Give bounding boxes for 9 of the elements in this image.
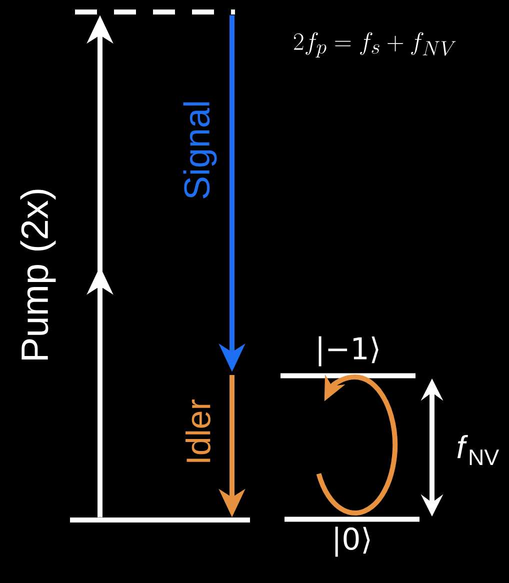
formula: $2f_p = f_s+f_{NV}$ [294,32,456,58]
edge-label: Signal [183,102,217,198]
energy-level: |−1⟩ [280,336,416,378]
energy-level [70,518,250,522]
virtual-level [75,10,235,14]
edge-label: f$_{NV}$ [457,435,500,465]
edge-label: Idler [186,400,210,462]
energy-level: |0⟩ [284,516,420,557]
edge-label: Pump (2x) [20,190,56,360]
